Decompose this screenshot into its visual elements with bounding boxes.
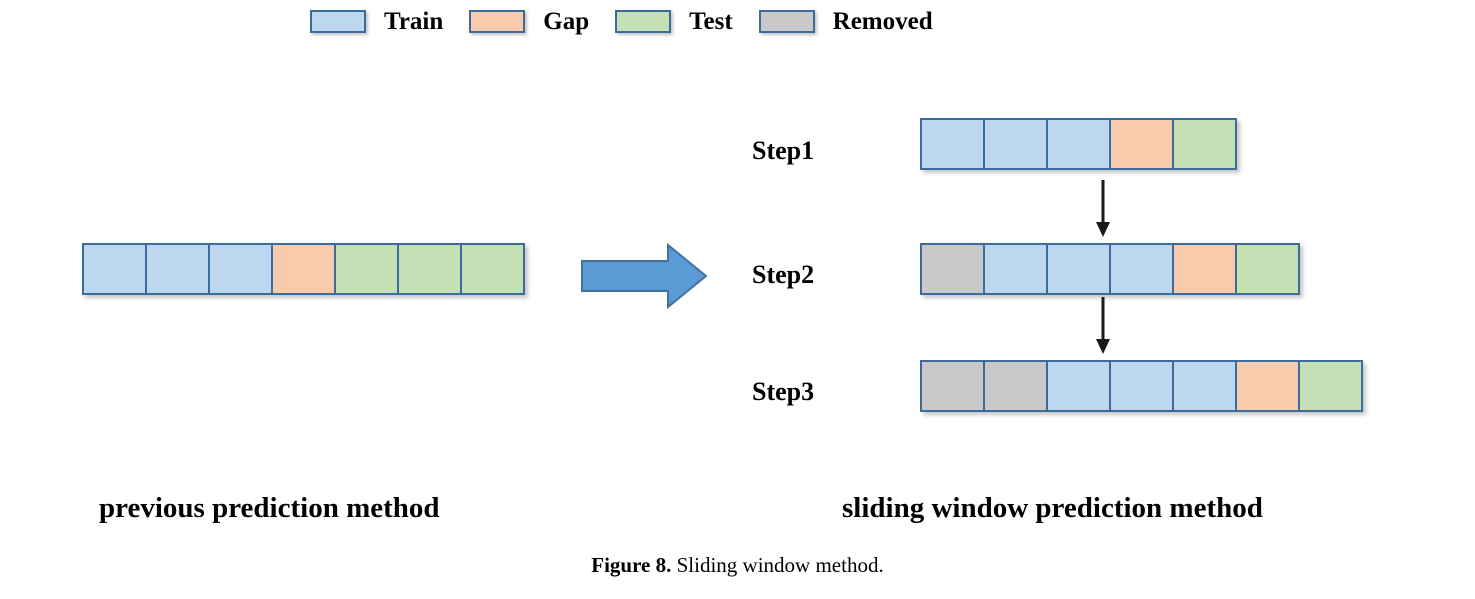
legend: Train Gap Test Removed <box>310 4 959 38</box>
figure-caption-text: Sliding window method. <box>671 553 884 577</box>
bar-cell-gap <box>1109 118 1174 170</box>
legend-swatch-test <box>615 9 672 33</box>
legend-entry-removed: Removed <box>758 7 959 35</box>
legend-label-test: Test <box>689 7 733 35</box>
bar-cell-train <box>1109 360 1174 412</box>
legend-swatch-train <box>310 9 366 33</box>
bar-cell-removed <box>920 360 985 412</box>
bar-step3 <box>920 360 1363 412</box>
bar-cell-test <box>460 243 525 295</box>
bar-cell-gap <box>271 243 336 295</box>
bar-cell-train <box>1172 360 1237 412</box>
bar-step1 <box>920 118 1237 170</box>
bar-cell-removed <box>920 243 985 295</box>
figure-caption: Figure 8. Sliding window method. <box>0 552 1475 578</box>
big-right-arrow <box>580 242 708 310</box>
bar-cell-train <box>1046 243 1111 295</box>
legend-swatch-removed <box>758 9 815 33</box>
down-arrow-step1-step2 <box>1092 180 1114 238</box>
bar-cell-train <box>1109 243 1174 295</box>
bar-cell-test <box>1298 360 1363 412</box>
bar-cell-gap <box>1172 243 1237 295</box>
figure-caption-prefix: Figure 8. <box>591 553 672 577</box>
bar-cell-train <box>208 243 273 295</box>
bar-cell-test <box>334 243 399 295</box>
bar-cell-train <box>983 243 1048 295</box>
bar-cell-train <box>1046 118 1111 170</box>
bar-cell-train <box>983 118 1048 170</box>
bar-cell-test <box>1235 243 1300 295</box>
bar-cell-test <box>1172 118 1237 170</box>
legend-entry-train: Train <box>310 9 469 34</box>
step-label-2: Step2 <box>752 260 815 289</box>
bar-step2 <box>920 243 1300 295</box>
bar-cell-train <box>82 243 147 295</box>
bar-cell-removed <box>983 360 1048 412</box>
bar-cell-train <box>1046 360 1111 412</box>
bar-cell-test <box>397 243 462 295</box>
bar-previous-method <box>82 243 525 295</box>
bar-cell-train <box>920 118 985 170</box>
bar-cell-gap <box>1235 360 1300 412</box>
legend-label-gap: Gap <box>543 7 590 35</box>
legend-entry-gap: Gap <box>469 9 615 34</box>
method-label-sliding-window: sliding window prediction method <box>842 492 1263 524</box>
step-label-1: Step1 <box>752 136 815 165</box>
method-label-previous: previous prediction method <box>99 492 440 524</box>
bar-cell-train <box>145 243 210 295</box>
legend-entry-test: Test <box>615 9 759 34</box>
legend-label-train: Train <box>384 7 444 35</box>
step-label-3: Step3 <box>752 377 815 406</box>
legend-swatch-gap <box>469 9 526 33</box>
down-arrow-step2-step3 <box>1092 297 1114 355</box>
legend-label-removed: Removed <box>832 7 933 35</box>
